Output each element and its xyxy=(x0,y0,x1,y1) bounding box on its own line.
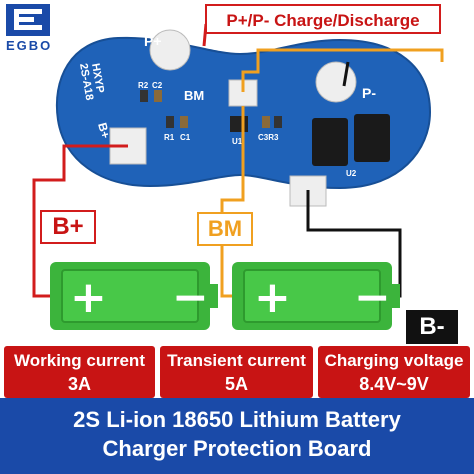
b-plus-tag: B+ xyxy=(40,210,96,244)
cell-2-plus-label: + xyxy=(254,272,291,323)
logo-icon xyxy=(6,4,50,36)
silk-u2: U2 xyxy=(346,169,357,178)
chip-u1 xyxy=(230,116,248,132)
wire-bm xyxy=(220,106,245,298)
resistor-r1 xyxy=(166,116,174,128)
silk-b-minus: B- xyxy=(355,187,372,203)
wire-charge-link xyxy=(241,48,444,92)
silk-p-minus: P- xyxy=(362,85,376,101)
resistor-r3 xyxy=(274,116,282,128)
spec-transient-current: Transient current 5A xyxy=(160,346,313,398)
product-title-banner: 2S Li-ion 18650 Lithium Battery Charger … xyxy=(0,398,474,474)
silk-c3r3: C3R3 xyxy=(258,133,279,142)
battery-cell-1 xyxy=(50,262,218,330)
cell-1-minus-label: − xyxy=(172,272,209,323)
product-title-line2: Charger Protection Board xyxy=(102,436,372,461)
b-minus-tag: B- xyxy=(406,310,458,344)
cell-2-minus-label: − xyxy=(354,272,391,323)
silk-bm: BM xyxy=(184,88,204,103)
spec-label: Transient current xyxy=(167,351,306,370)
product-title-line1: 2S Li-ion 18650 Lithium Battery xyxy=(73,407,401,432)
silk-b-plus: B+ xyxy=(95,121,113,140)
pad-p-minus xyxy=(315,61,357,103)
silk-model: HXYP xyxy=(89,62,106,94)
silk-c2: C2 xyxy=(152,81,163,90)
capacitor-c3 xyxy=(262,116,270,128)
charge-discharge-label: P+/P- Charge/Discharge xyxy=(205,4,441,34)
capacitor-c2 xyxy=(154,90,162,102)
bm-tag: BM xyxy=(197,212,253,246)
spec-value: 3A xyxy=(67,374,91,394)
logo xyxy=(6,4,64,54)
silk-c1: C1 xyxy=(180,133,191,142)
spec-working-current: Working current 3A xyxy=(4,346,155,398)
pad-p-plus xyxy=(149,29,191,71)
mosfet-2 xyxy=(354,114,390,162)
wire-p-minus xyxy=(342,61,350,87)
logo-text: EGBO xyxy=(6,38,53,53)
silk-r2: R2 xyxy=(138,81,149,90)
mosfet-1 xyxy=(312,118,348,166)
resistor-r2 xyxy=(140,90,148,102)
wire-b-plus xyxy=(32,144,128,298)
board-illustration: P+ P- BM B+ B- HXYP 2S-A18 R2 C2 R1 C1 U… xyxy=(32,23,444,330)
spec-charging-voltage: Charging voltage 8.4V~9V xyxy=(318,346,470,398)
spec-label: Charging voltage xyxy=(324,351,464,370)
spec-value: 8.4V~9V xyxy=(359,374,429,394)
spec-value: 5A xyxy=(224,374,248,394)
cell-1-plus-label: + xyxy=(70,272,107,323)
silk-u1: U1 xyxy=(232,137,243,146)
spec-label: Working current xyxy=(14,351,145,370)
silk-p-plus: P+ xyxy=(144,33,162,49)
silk-r1: R1 xyxy=(164,133,175,142)
battery-cell-2 xyxy=(232,262,400,330)
capacitor-c1 xyxy=(180,116,188,128)
